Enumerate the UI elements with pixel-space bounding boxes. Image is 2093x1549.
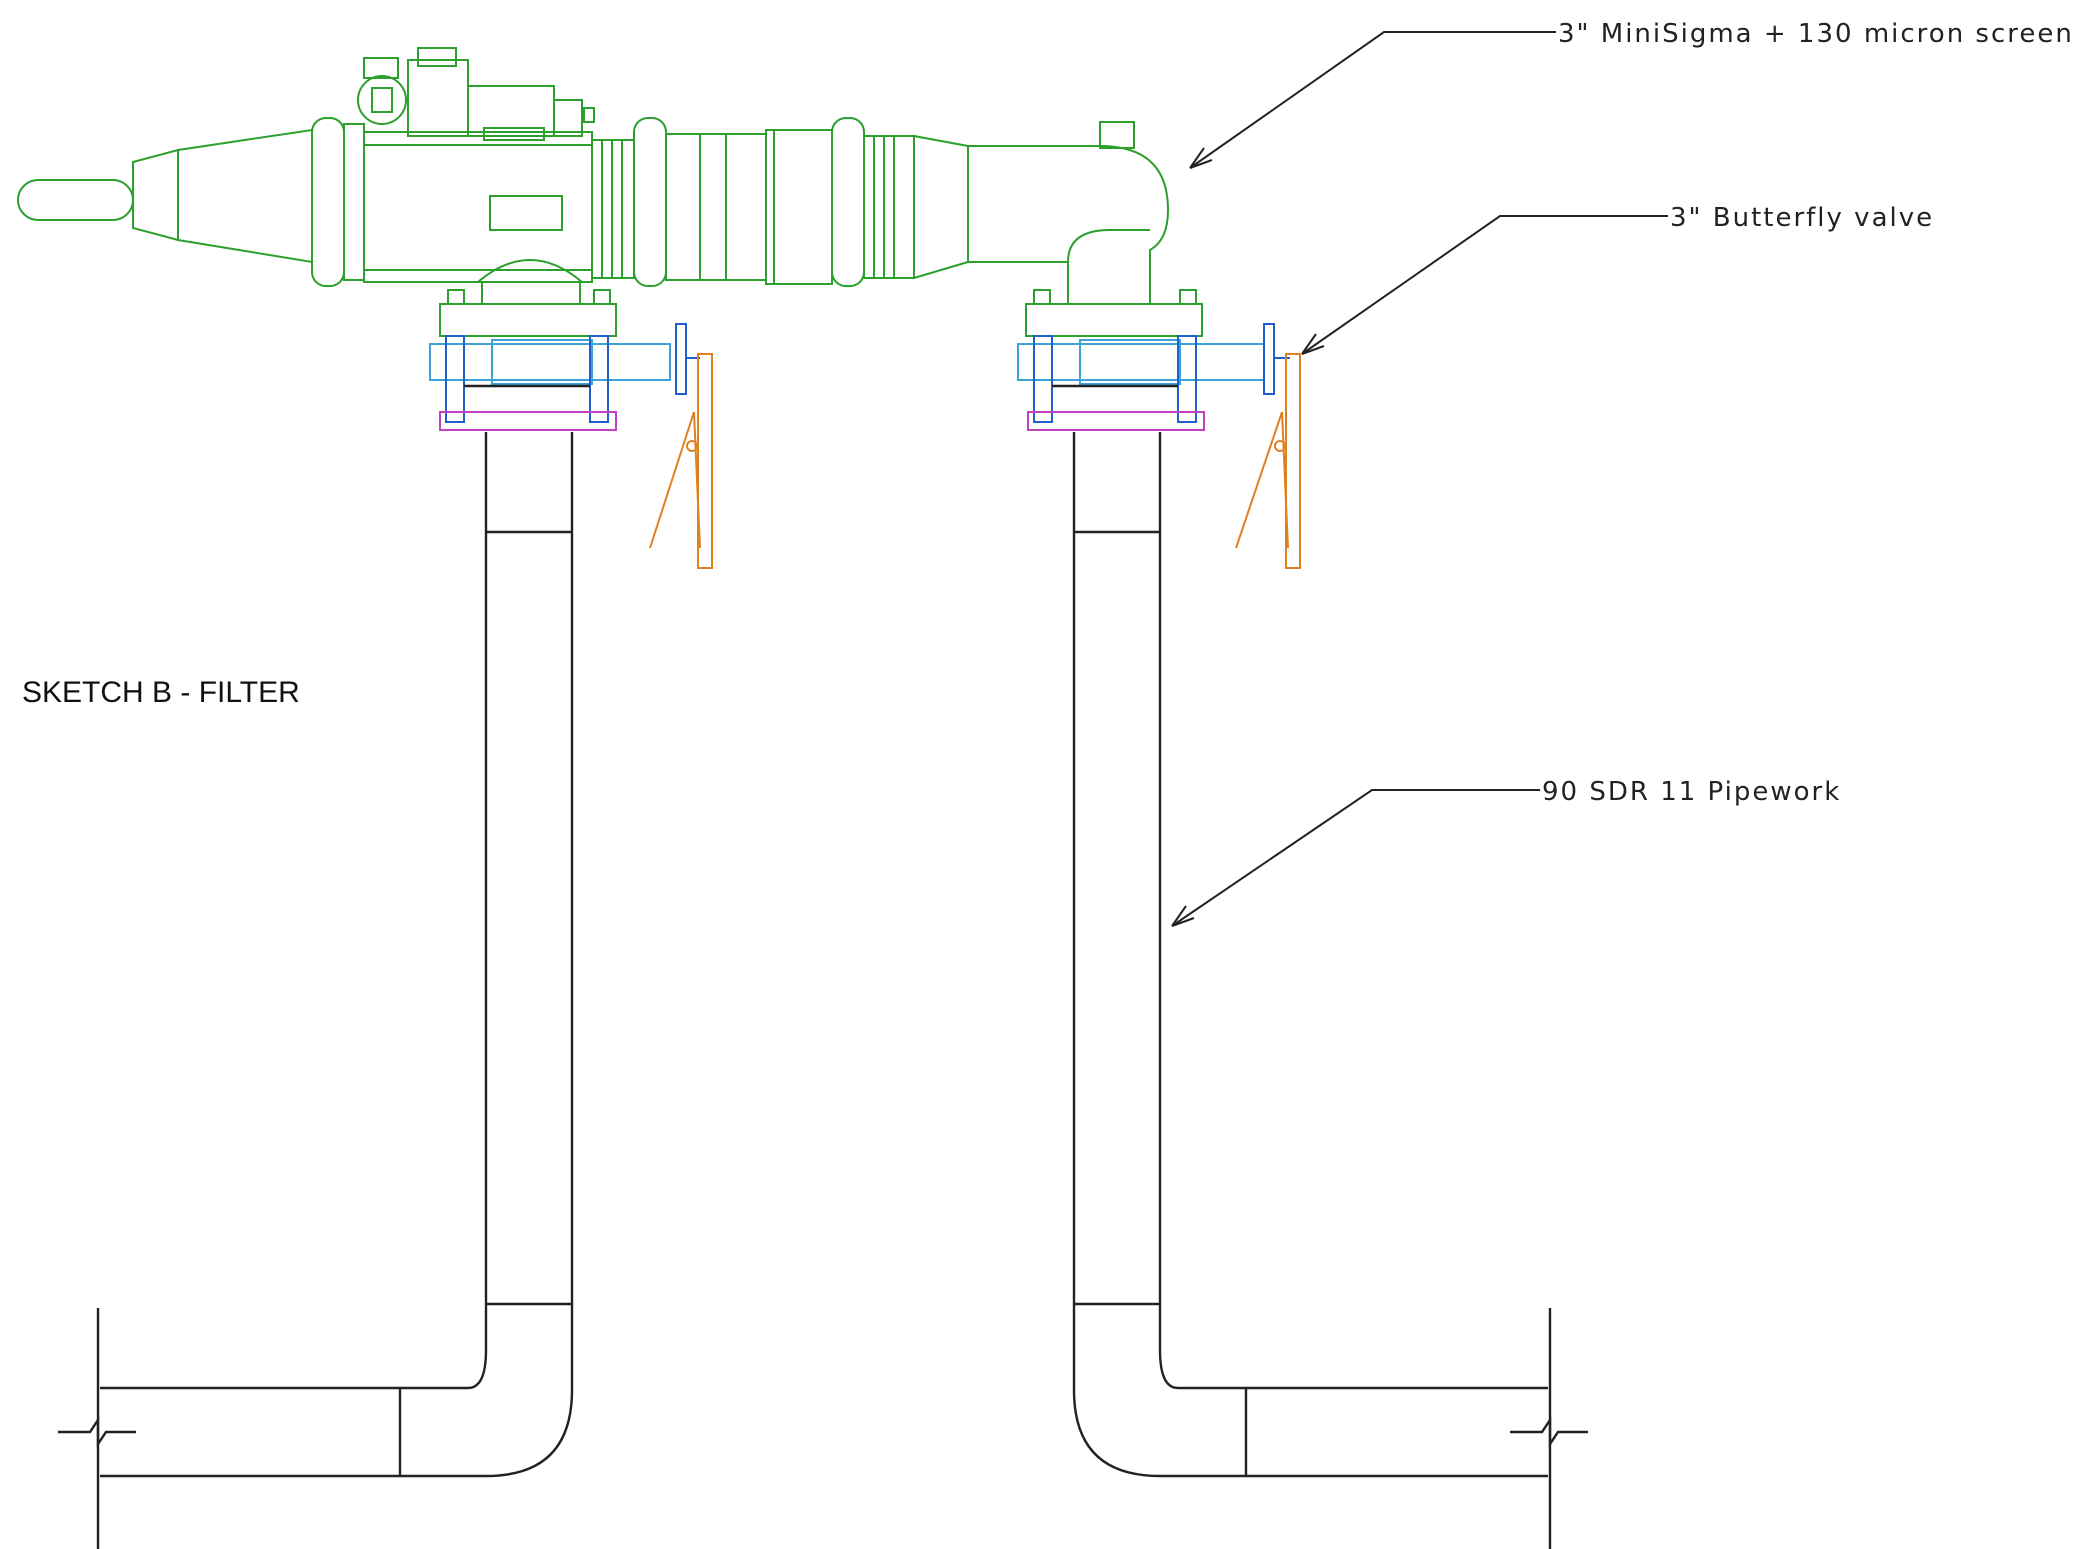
- callout-valve-label: 3" Butterfly valve: [1670, 203, 1934, 233]
- callout-leader-valve: [1301, 215, 1668, 355]
- pipework-left: [58, 432, 574, 1549]
- butterfly-valve-left: [429, 323, 713, 569]
- callout-filter-label: 3" MiniSigma + 130 micron screen: [1558, 19, 2074, 49]
- minisigma-filter: [17, 47, 1203, 337]
- callout-leader-filter: [1189, 31, 1556, 169]
- butterfly-valve-right: [1017, 323, 1301, 569]
- callout-pipework-label: 90 SDR 11 Pipework: [1542, 777, 1841, 807]
- pipework-right: [1072, 432, 1588, 1549]
- sketch-title: SKETCH B - FILTER: [22, 676, 300, 709]
- callout-leader-pipework: [1171, 789, 1540, 927]
